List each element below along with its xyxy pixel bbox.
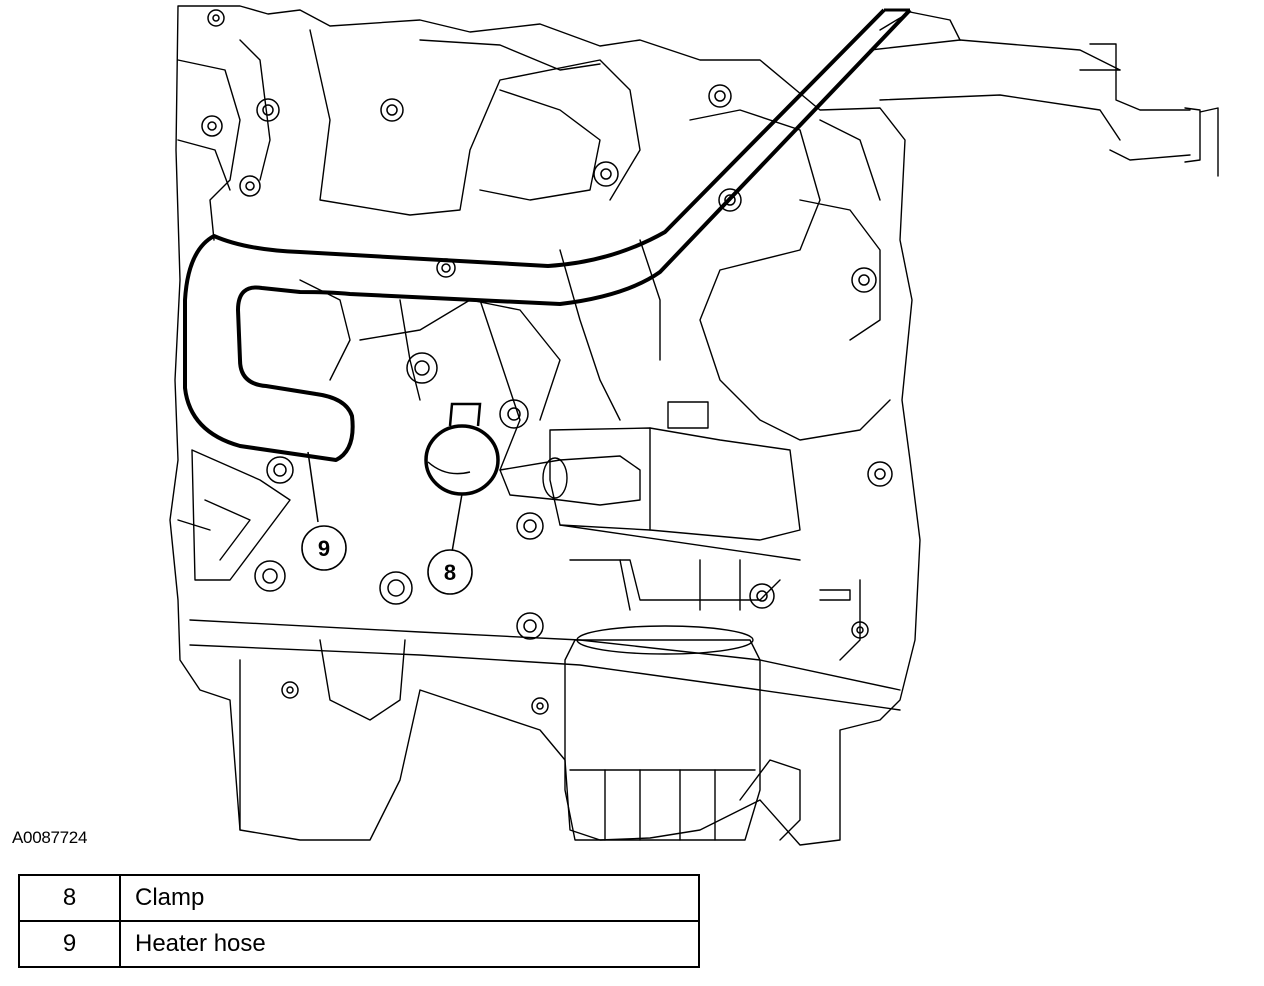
engine-line-drawing: 9 8 — [169, 5, 1219, 846]
hose-clamp — [424, 402, 500, 496]
bolt-icon — [256, 98, 280, 122]
bolt-icon — [851, 267, 877, 293]
bolt-icon — [207, 9, 225, 27]
legend-row: 8 Clamp — [18, 874, 700, 922]
bolt-icon — [499, 399, 529, 429]
bolt-icon — [749, 583, 775, 609]
bolt-icon — [281, 681, 299, 699]
callout-8: 8 — [427, 549, 473, 595]
bolt-icon — [201, 115, 223, 137]
engine-block-outline — [169, 5, 921, 846]
legend-number: 8 — [18, 874, 121, 922]
bolt-icon — [867, 461, 893, 487]
legend-description: Clamp — [119, 874, 700, 922]
legend-description: Heater hose — [119, 920, 700, 968]
legend-row: 9 Heater hose — [18, 920, 700, 968]
heater-hose — [183, 8, 912, 462]
bolt-icon — [254, 560, 286, 592]
callout-9: 9 — [301, 525, 347, 571]
bolt-icon — [266, 456, 294, 484]
bolt-icon — [708, 84, 732, 108]
bolt-icon — [718, 188, 742, 212]
bolt-icon — [516, 612, 544, 640]
bolt-icon — [380, 98, 404, 122]
bolt-icon — [593, 161, 619, 187]
callout-leader-9 — [307, 451, 319, 523]
bolt-icon — [516, 512, 544, 540]
figure-id: A0087724 — [12, 828, 88, 847]
callout-leader-8 — [451, 493, 463, 553]
bolt-icon — [531, 697, 549, 715]
callout-8-number: 8 — [444, 560, 456, 585]
bolt-icon — [239, 175, 261, 197]
legend-table: 8 Clamp 9 Heater hose — [18, 874, 700, 968]
bolt-icon — [406, 352, 438, 384]
callout-9-number: 9 — [318, 536, 330, 561]
bolt-icon — [379, 571, 413, 605]
bolt-icon — [851, 621, 869, 639]
legend-number: 9 — [18, 920, 121, 968]
